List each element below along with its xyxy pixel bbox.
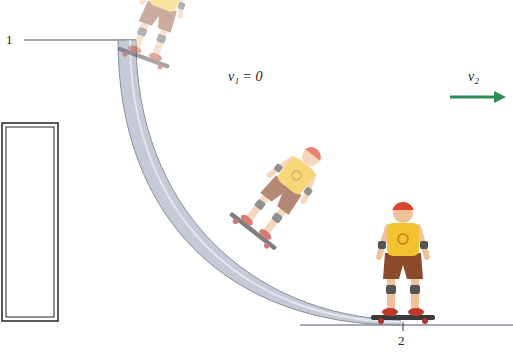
velocity-label: v₁ = 0 bbox=[228, 70, 263, 84]
velocity-label: v₂ bbox=[468, 70, 479, 84]
point-number: 1 bbox=[6, 33, 13, 46]
point-number: 2 bbox=[398, 334, 405, 347]
